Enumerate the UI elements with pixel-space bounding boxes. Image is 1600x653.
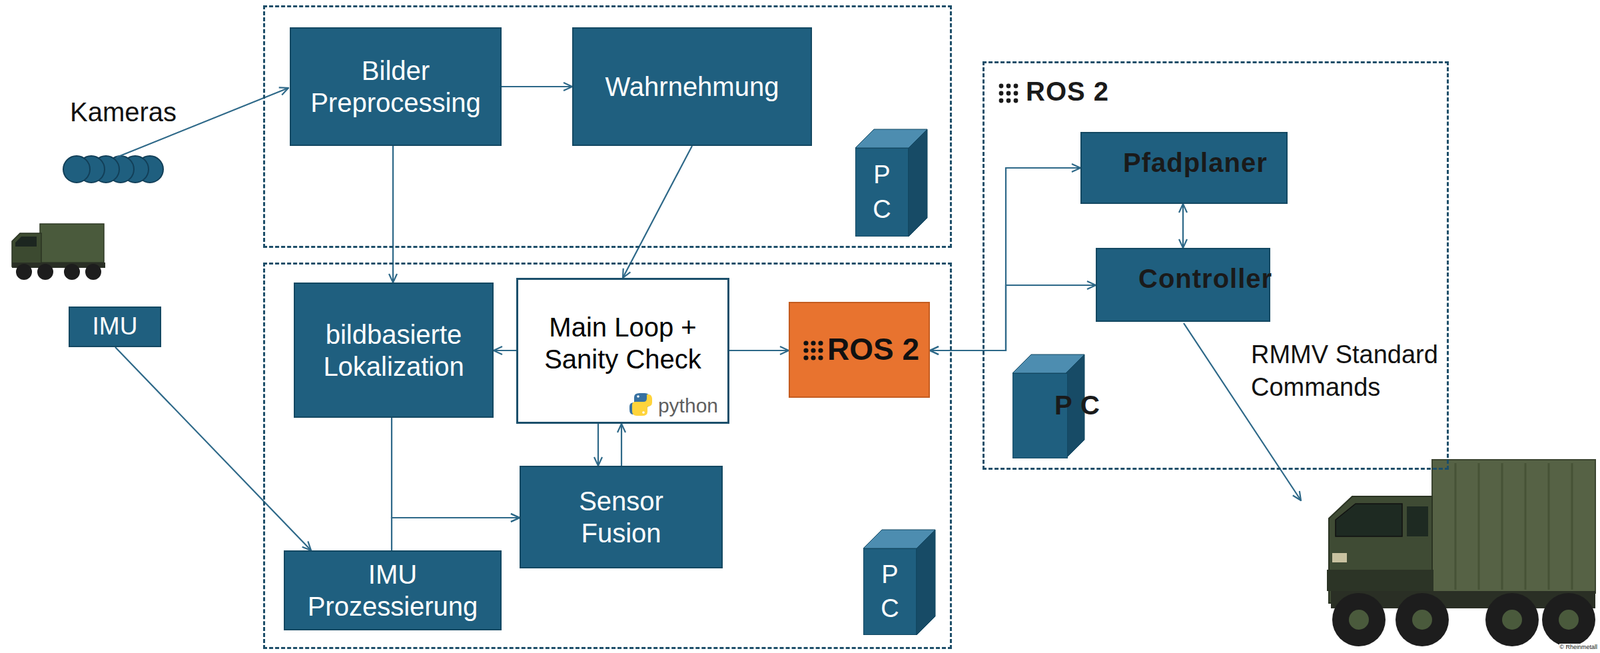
pc-label: P C [877, 557, 903, 627]
python-snake-blue [629, 393, 650, 415]
python-snake-yellow [632, 394, 653, 416]
python-logo-text: python [658, 394, 719, 417]
input-label: Kameras [69, 94, 177, 130]
sensor-box: IMU [68, 306, 162, 348]
connector-arrow [391, 517, 520, 551]
pc-label: P C [869, 157, 895, 227]
wheel-hub [1348, 609, 1369, 630]
copyright-note: © Rheinmetall [1559, 643, 1598, 652]
truck-container [1432, 459, 1596, 593]
container-rib [1548, 462, 1551, 590]
container-rib [1571, 462, 1574, 590]
truck-bumper [1326, 569, 1434, 591]
cube-side [908, 129, 928, 237]
truck-wheel [1542, 592, 1596, 647]
big-truck [1326, 459, 1596, 647]
truck-headlight [1332, 552, 1347, 563]
container-rib [1501, 462, 1504, 590]
truck-side-window [1406, 506, 1429, 537]
ros-logo-dots [999, 83, 1019, 104]
process-box: bildbasierte Lokalization [293, 282, 494, 418]
box-label: IMU Prozessierung [293, 558, 493, 623]
connector-arrow [493, 349, 517, 352]
ros-logo-dots [803, 340, 823, 360]
wheel-hub [1412, 609, 1433, 630]
python-eye [636, 395, 640, 398]
container-rib [1478, 462, 1481, 590]
process-box: IMU Prozessierung [283, 550, 502, 631]
truck-wheel [1332, 592, 1386, 647]
signal-label: RMMV Standard Commands [1250, 338, 1451, 405]
process-box: Pfadplaner [1080, 131, 1288, 204]
group-frame: ROS 2 PfadplanerController P C [982, 61, 1449, 470]
connector-arrow [501, 85, 573, 88]
camera-icons [63, 155, 164, 183]
pc-label: P C [1054, 387, 1082, 423]
wheel-hub [1502, 609, 1523, 630]
camera [63, 155, 90, 183]
box-label: Bilder Preprocessing [299, 54, 493, 119]
connector-arrow [929, 285, 1096, 351]
connector-arrow [622, 145, 693, 278]
box-label: Wahrnehmung [605, 70, 780, 103]
group-frame: Bilder Preprocessing Wahrnehmung P C [263, 5, 952, 248]
truck-windshield [1335, 503, 1403, 537]
process-box: Wahrnehmung [572, 27, 812, 146]
box-label: Controller [1138, 262, 1273, 295]
connector-arrow [729, 349, 789, 352]
process-box: Sensor Fusion [519, 465, 723, 569]
connector-arrow [115, 347, 312, 551]
pc-cube: P C [855, 147, 909, 237]
python-logo [629, 393, 653, 416]
python-eye [642, 410, 645, 414]
container-rib [1524, 462, 1527, 590]
box-label: IMU [92, 311, 138, 342]
truck-wheel [1395, 592, 1449, 647]
group-frame: bildbasierte Lokalization Main Loop + San… [263, 262, 952, 649]
truck-wheel [37, 263, 54, 280]
pc-cube: P C [1012, 373, 1068, 459]
group-title: ROS 2 [1025, 76, 1110, 107]
container-rib [1454, 462, 1457, 590]
box-label: Main Loop + Sanity Check [527, 311, 719, 376]
connector-arrow [391, 417, 520, 518]
main-loop-box: Main Loop + Sanity Check python [516, 277, 730, 424]
small-truck [11, 223, 106, 280]
connector-arrow [620, 423, 623, 466]
truck-wheel [1485, 592, 1539, 647]
ros-logo-text: ROS 2 [827, 331, 920, 368]
cube-side [916, 529, 936, 635]
pc-cube: P C [863, 548, 917, 635]
truck-wheel [85, 263, 102, 280]
process-box: Bilder Preprocessing [289, 27, 502, 146]
truck-window [15, 236, 37, 247]
ros-box: ROS 2 [788, 301, 930, 398]
truck-wheel [63, 263, 80, 280]
connector-arrow [597, 423, 599, 466]
connector-arrow [1182, 203, 1184, 248]
truck-cab [11, 233, 42, 267]
truck-box [39, 223, 104, 263]
wheel-hub [1558, 609, 1579, 630]
box-label: bildbasierte Lokalization [303, 318, 485, 383]
box-label: Pfadplaner [1123, 146, 1268, 179]
box-label: Sensor Fusion [554, 484, 689, 549]
truck-wheel [15, 263, 32, 280]
process-box: Controller [1095, 247, 1271, 322]
